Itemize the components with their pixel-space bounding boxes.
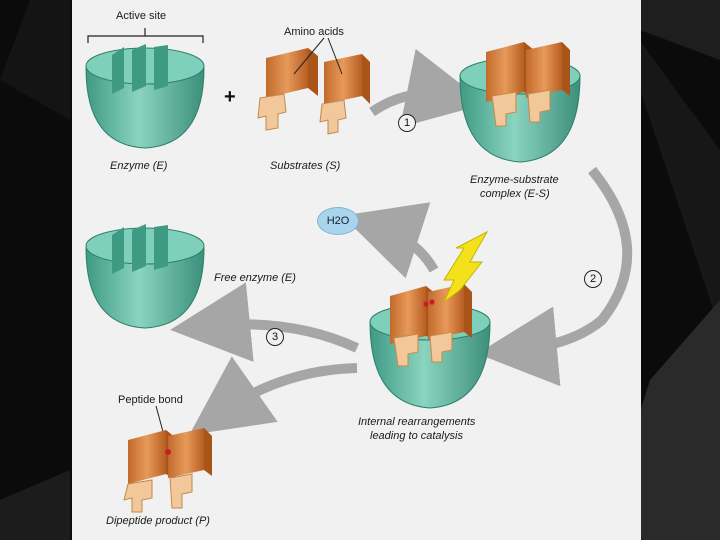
step-2-marker: 2 xyxy=(584,270,602,288)
catalysis-complex xyxy=(369,284,491,409)
step-3-marker: 3 xyxy=(266,328,284,346)
lightning-bolt xyxy=(443,230,489,303)
active-site-label: Active site xyxy=(116,10,167,22)
amino-acids-label: Amino acids xyxy=(284,26,344,38)
diagram-panel: Active site Amino acids + Enzyme (E) Sub… xyxy=(72,0,641,540)
plus-sign: + xyxy=(224,86,236,108)
dipeptide-label: Dipeptide product (P) xyxy=(106,515,210,527)
internal-rearrangements-line1: Internal rearrangements xyxy=(358,416,476,428)
enzyme-top xyxy=(85,44,205,149)
substrates-label: Substrates (S) xyxy=(270,160,341,172)
free-enzyme xyxy=(85,224,205,329)
internal-rearrangements-line2: leading to catalysis xyxy=(370,430,463,442)
substrate-right xyxy=(319,54,370,135)
water-bubble: H2O xyxy=(317,207,359,235)
es-complex xyxy=(459,42,581,163)
step-1-marker: 1 xyxy=(398,114,416,132)
enzyme-label: Enzyme (E) xyxy=(110,160,168,172)
peptide-bond-label: Peptide bond xyxy=(118,394,183,406)
active-site-bracket xyxy=(87,28,204,43)
dipeptide-product xyxy=(123,428,212,513)
substrate-left xyxy=(257,48,318,131)
enzyme-diagram xyxy=(85,28,633,513)
es-complex-label-line1: Enzyme-substrate xyxy=(470,174,559,186)
free-enzyme-label: Free enzyme (E) xyxy=(214,272,296,284)
es-complex-label-line2: complex (E-S) xyxy=(480,188,550,200)
